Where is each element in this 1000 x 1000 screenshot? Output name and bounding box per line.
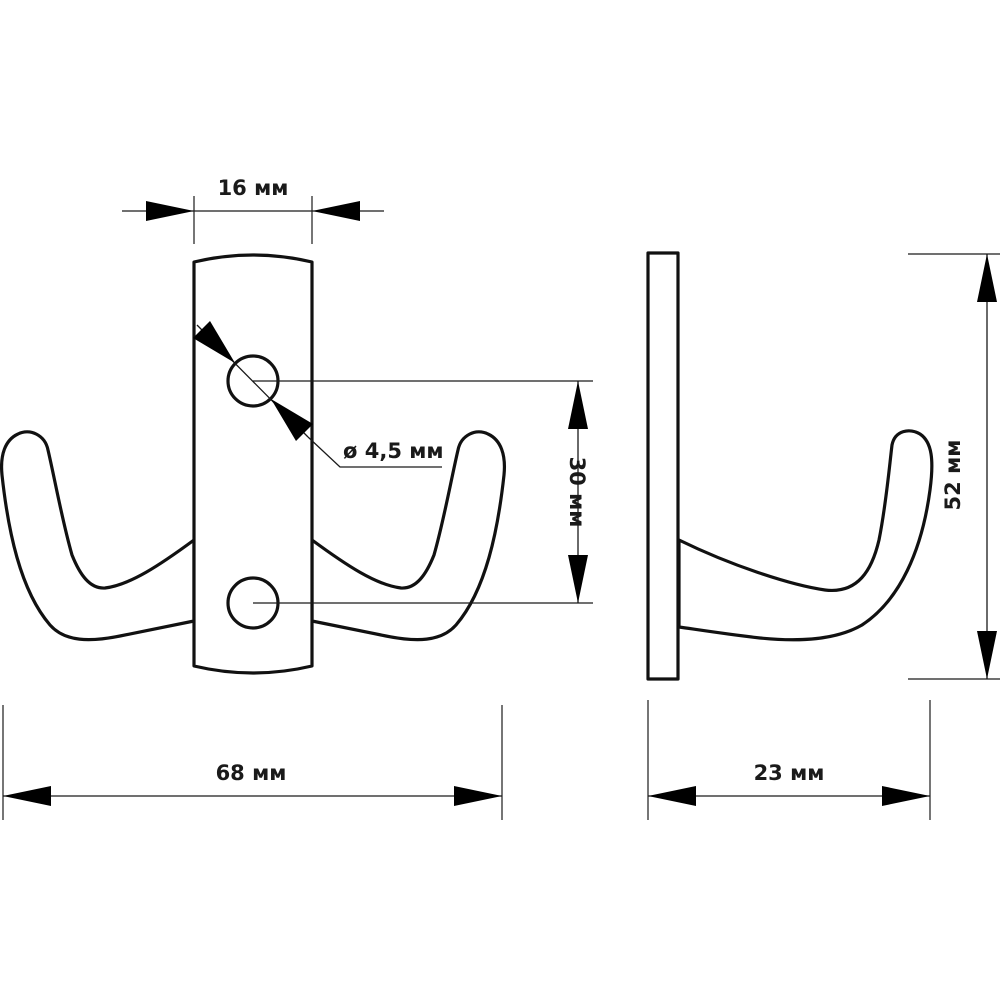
- arrow-width-right: [454, 786, 502, 806]
- arrow-height-bottom: [977, 631, 997, 679]
- label-plate-width: 16 мм: [218, 176, 289, 200]
- arrow-plate-width-left: [146, 201, 194, 221]
- mounting-plate: [192, 253, 314, 675]
- front-view: [0, 253, 507, 675]
- dimension-hole-spacing: 30 мм: [253, 380, 593, 604]
- dimension-plate-width: 16 мм: [122, 176, 384, 244]
- label-depth: 23 мм: [754, 761, 825, 785]
- dimension-hole-diameter: ø 4,5 мм: [193, 321, 444, 468]
- arrow-spacing-bottom: [568, 555, 588, 603]
- left-hook-arm: [0, 430, 196, 642]
- side-view: [646, 251, 934, 681]
- side-plate: [646, 251, 680, 681]
- arrow-spacing-top: [568, 381, 588, 429]
- arrow-width-left: [3, 786, 51, 806]
- right-hook-arm: [310, 430, 507, 642]
- label-hole-spacing: 30 мм: [565, 457, 589, 528]
- dimension-depth: 23 мм: [647, 700, 931, 820]
- arrow-hole-upper: [193, 321, 235, 363]
- arrow-plate-width-right: [312, 201, 360, 221]
- dimension-height: 52 мм: [908, 253, 1000, 680]
- arrow-height-top: [977, 254, 997, 302]
- arrow-depth-right: [882, 786, 930, 806]
- dimension-overall-width: 68 мм: [2, 705, 503, 820]
- arrow-hole-lower: [271, 399, 313, 441]
- label-overall-width: 68 мм: [216, 761, 287, 785]
- arrow-depth-left: [648, 786, 696, 806]
- side-hook-profile: [677, 429, 934, 642]
- label-hole-diameter: ø 4,5 мм: [343, 439, 444, 463]
- label-height: 52 мм: [941, 440, 965, 511]
